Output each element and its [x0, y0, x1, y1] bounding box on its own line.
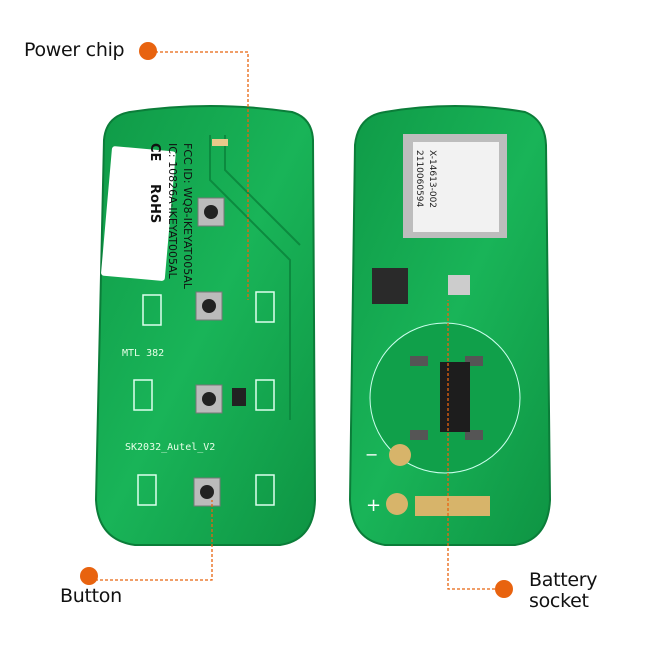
- left-pcb-board: FCC ID: WQ8-IKEYAT005AL IC: 10826A-IKEYA…: [94, 105, 317, 546]
- module-code-1: X-14613-002: [427, 150, 437, 208]
- battery-callout-line1: Battery: [529, 569, 598, 591]
- tactile-buttons: [193, 197, 225, 507]
- power-chip-callout: Power chip: [24, 39, 125, 61]
- push-button-4: [200, 485, 214, 499]
- battery-contact: [440, 362, 470, 432]
- battery-socket-pad: [415, 496, 490, 516]
- button-dot: [80, 567, 98, 585]
- crystal: [448, 275, 470, 295]
- ic-text: IC: 10826A-IKEYAT005AL: [166, 143, 179, 280]
- button-callout: Button: [60, 585, 122, 607]
- push-button-1: [204, 205, 218, 219]
- plus-sign: +: [366, 495, 381, 516]
- silk-mtl: MTL 382: [122, 348, 164, 359]
- push-button-3: [202, 392, 216, 406]
- power-chip-leader: [155, 51, 249, 300]
- module-code-2: 2110060594: [414, 150, 424, 208]
- battery-dot: [495, 580, 513, 598]
- fcc-id-text: FCC ID: WQ8-IKEYAT005AL: [181, 143, 194, 290]
- battery-callout-line2: socket: [529, 590, 589, 612]
- minus-sign: −: [365, 445, 378, 464]
- power-chip-dot: [139, 42, 157, 60]
- power-chip: [232, 388, 246, 406]
- push-button-2: [202, 299, 216, 313]
- negative-pad: [389, 444, 411, 466]
- led-component: [212, 139, 228, 146]
- positive-pad: [386, 493, 408, 515]
- microcontroller-chip: [372, 268, 408, 304]
- silk-model: SK2032_Autel_V2: [125, 442, 215, 453]
- ce-mark: CE: [147, 143, 162, 161]
- battery-socket-callout: Battery socket: [529, 569, 598, 612]
- battery-leader: [447, 300, 500, 590]
- button-leader: [95, 500, 213, 581]
- right-pcb-board: X-14613-002 2110060594 − +: [348, 105, 552, 546]
- label-sticker: [101, 146, 176, 281]
- rohs-mark: RoHS: [147, 184, 162, 223]
